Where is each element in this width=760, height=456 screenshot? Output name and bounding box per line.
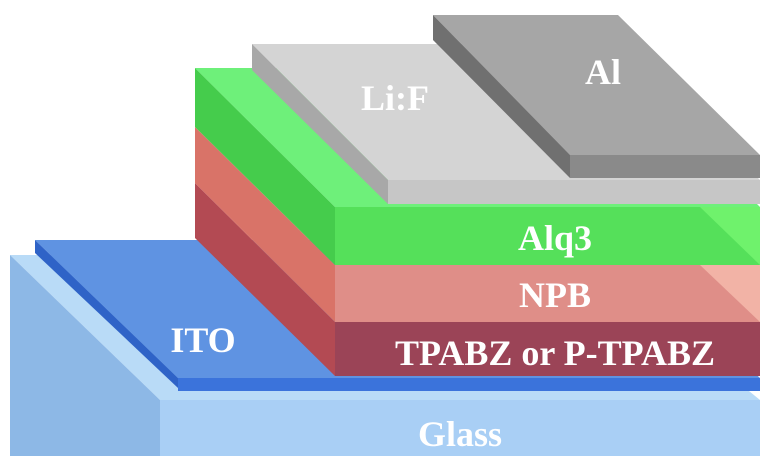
tpabz-layer-side	[195, 183, 335, 376]
npb-layer-front	[335, 265, 760, 322]
alq3-layer-label: Alq3	[518, 218, 592, 258]
glass-layer-front	[160, 400, 760, 456]
al-layer-front	[570, 155, 760, 178]
tpabz-layer-label: TPABZ or P-TPABZ	[395, 333, 715, 373]
lif-layer-label: Li:F	[361, 78, 429, 118]
lif-layer-front	[388, 180, 760, 204]
ito-layer-label: ITO	[170, 320, 235, 360]
alq3-layer-side	[195, 68, 335, 265]
ito-layer-front	[178, 378, 760, 391]
npb-layer-label: NPB	[519, 275, 591, 315]
tpabz-layer-front	[335, 322, 760, 376]
alq3-layer-corner-highlight	[700, 207, 760, 265]
lif-layer-side	[252, 44, 388, 204]
tpabz-layer: TPABZ or P-TPABZ	[195, 183, 760, 376]
al-layer-side	[433, 15, 570, 178]
al-layer: Al	[433, 15, 760, 178]
alq3-layer-front	[335, 207, 760, 265]
npb-layer-side	[195, 127, 335, 322]
al-layer-label: Al	[585, 52, 621, 92]
al-layer-top	[433, 15, 760, 155]
npb-layer: NPB	[195, 127, 760, 322]
glass-layer-label: Glass	[418, 414, 502, 454]
ito-layer-side	[35, 240, 178, 388]
npb-layer-corner-highlight	[700, 265, 760, 322]
glass-layer-side	[10, 255, 160, 456]
